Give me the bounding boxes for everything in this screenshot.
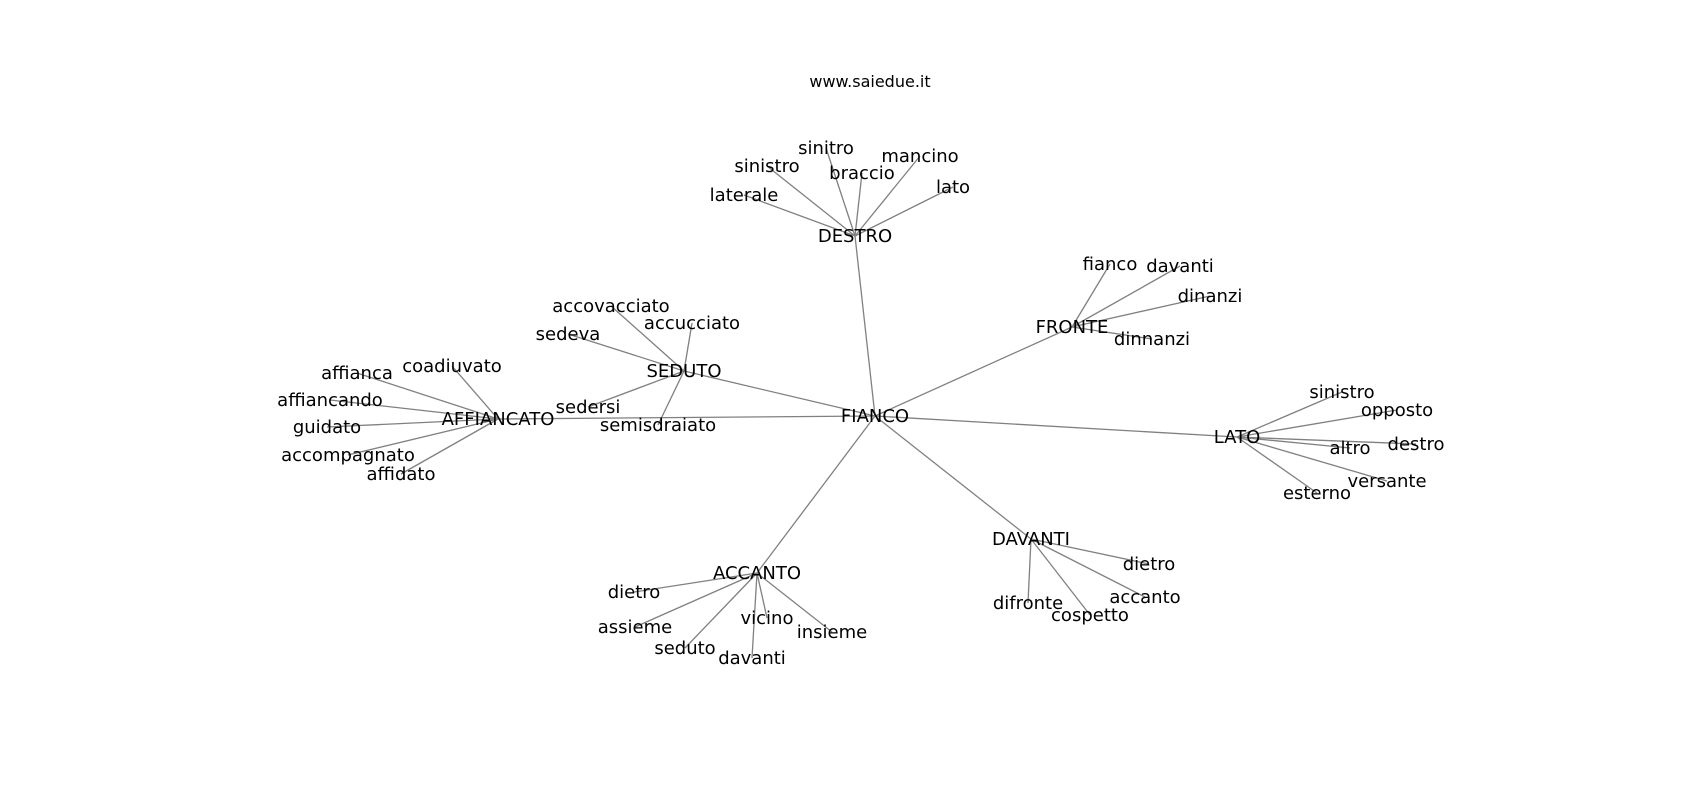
node-label-seduto-accucciato: accucciato <box>644 313 740 334</box>
node-label-accanto-insieme: insieme <box>797 622 867 643</box>
node-label-lato-sinistro: sinistro <box>1309 382 1374 403</box>
edge-fronte-fronte_dinanzi <box>1071 295 1211 328</box>
node-label-seduto: SEDUTO <box>647 361 722 382</box>
node-label-destro-braccio: braccio <box>829 163 895 184</box>
node-label-accanto: ACCANTO <box>713 563 801 584</box>
edges-layer <box>326 147 1417 659</box>
edge-fianco-accanto <box>756 415 876 574</box>
edge-destro-destro_sinistro <box>766 165 856 237</box>
site-watermark: www.saiedue.it <box>809 72 930 91</box>
node-label-davanti: DAVANTI <box>992 529 1070 550</box>
node-label-seduto-sedeva: sedeva <box>536 324 601 345</box>
node-label-accanto-assieme: assieme <box>598 617 672 638</box>
node-label-davanti-difronte: difronte <box>993 593 1063 614</box>
node-label-accanto-seduto: seduto <box>654 638 715 659</box>
edge-accanto-accanto_insieme <box>756 572 833 633</box>
edge-affiancato-aff_affidato <box>400 418 499 475</box>
node-label-davanti-cospetto: cospetto <box>1051 605 1129 626</box>
node-label-destro-sinistro: sinistro <box>734 156 799 177</box>
node-label-seduto-sedersi: sedersi <box>556 397 621 418</box>
node-label-aff-affiancando: affiancando <box>277 390 383 411</box>
node-label-accanto-dietro: dietro <box>608 582 661 603</box>
edge-lato-lato_versante <box>1236 436 1388 482</box>
node-label-seduto-accovacciato: accovacciato <box>552 296 669 317</box>
edge-fronte-fronte_dinnanzi <box>1071 326 1153 340</box>
node-label-accanto-vicino: vicino <box>741 608 794 629</box>
node-label-fronte-davanti: davanti <box>1146 256 1214 277</box>
node-label-aff-accompagnato: accompagnato <box>281 445 415 466</box>
node-label-aff-coadiuvato: coadiuvato <box>402 356 502 377</box>
edge-affiancato-aff_affiancando <box>329 399 499 420</box>
node-label-destro-laterale: laterale <box>710 185 779 206</box>
edge-davanti-davanti_difronte <box>1027 538 1032 604</box>
edge-lato-lato_destro <box>1236 436 1417 445</box>
edge-lato-lato_esterno <box>1236 436 1318 494</box>
node-label-lato-versante: versante <box>1347 471 1426 492</box>
node-label-destro-sinitro: sinitro <box>798 138 854 159</box>
edge-destro-destro_mancino <box>854 155 921 237</box>
node-label-lato-opposto: opposto <box>1361 400 1433 421</box>
edge-fronte-fronte_fianco <box>1071 263 1111 328</box>
node-label-fronte: FRONTE <box>1036 317 1109 338</box>
edge-lato-lato_opposto <box>1236 409 1398 438</box>
edge-affiancato-aff_affianca <box>356 372 499 420</box>
node-label-aff-guidato: guidato <box>293 417 361 438</box>
edge-accanto-accanto_davanti <box>751 572 758 659</box>
node-label-seduto-semisdraiato: semisdraiato <box>600 415 716 436</box>
edge-seduto-seduto_accucciato <box>683 322 693 372</box>
edge-fianco-seduto <box>683 370 876 417</box>
node-label-davanti-dietro: dietro <box>1123 554 1176 575</box>
edge-davanti-davanti_dietro <box>1030 538 1150 565</box>
node-label-destro-lato: lato <box>936 177 970 198</box>
edge-destro-destro_sinitro <box>825 147 856 237</box>
edge-fianco-davanti <box>874 415 1032 540</box>
node-label-lato-esterno: esterno <box>1283 483 1351 504</box>
node-label-fianco: FIANCO <box>841 406 909 427</box>
edge-accanto-accanto_assieme <box>634 572 758 628</box>
edge-destro-destro_lato <box>854 186 954 237</box>
edge-fianco-affiancato <box>497 415 876 420</box>
edge-destro-destro_laterale <box>743 194 856 237</box>
node-label-aff-affidato: affidato <box>367 464 436 485</box>
edge-seduto-seduto_accovacciato <box>610 305 685 372</box>
edge-affiancato-aff_accompagnato <box>347 418 499 456</box>
node-label-destro: DESTRO <box>818 226 892 247</box>
node-label-affiancato: AFFIANCATO <box>442 409 555 430</box>
edge-lato-lato_altro <box>1236 436 1351 449</box>
edge-davanti-davanti_cospetto <box>1030 538 1091 616</box>
edge-accanto-accanto_seduto <box>684 572 758 649</box>
edge-fianco-lato <box>874 415 1238 438</box>
node-label-lato: LATO <box>1214 427 1261 448</box>
edge-destro-destro_braccio <box>854 172 863 237</box>
edge-davanti-davanti_accanto <box>1030 538 1146 598</box>
node-label-lato-altro: altro <box>1329 438 1370 459</box>
edge-fianco-destro <box>854 235 876 417</box>
edge-accanto-accanto_vicino <box>756 572 768 619</box>
labels-layer: FIANCO DESTRO FRONTE SEDUTO AFFIANCATO LATO DA… <box>277 138 1444 669</box>
edge-seduto-seduto_sedersi <box>587 370 685 408</box>
edge-seduto-seduto_sedeva <box>567 333 685 372</box>
node-label-aff-affianca: affianca <box>321 363 393 384</box>
edge-affiancato-aff_guidato <box>326 418 499 428</box>
node-label-fronte-dinanzi: dinanzi <box>1178 286 1243 307</box>
node-label-davanti-accanto: accanto <box>1109 587 1180 608</box>
edge-fianco-fronte <box>874 326 1073 417</box>
node-label-destro-mancino: mancino <box>881 146 958 167</box>
edge-affiancato-aff_coadiuvato <box>451 365 499 420</box>
node-label-fronte-fianco: fianco <box>1083 254 1138 275</box>
node-label-lato-destro: destro <box>1388 434 1445 455</box>
edge-fronte-fronte_davanti <box>1071 265 1181 328</box>
edge-accanto-accanto_dietro <box>633 572 758 593</box>
node-label-accanto-davanti: davanti <box>718 648 786 669</box>
edge-seduto-seduto_semisdraiato <box>657 370 685 426</box>
node-label-fronte-dinnanzi: dinnanzi <box>1114 329 1190 350</box>
edge-lato-lato_sinistro <box>1236 391 1343 438</box>
